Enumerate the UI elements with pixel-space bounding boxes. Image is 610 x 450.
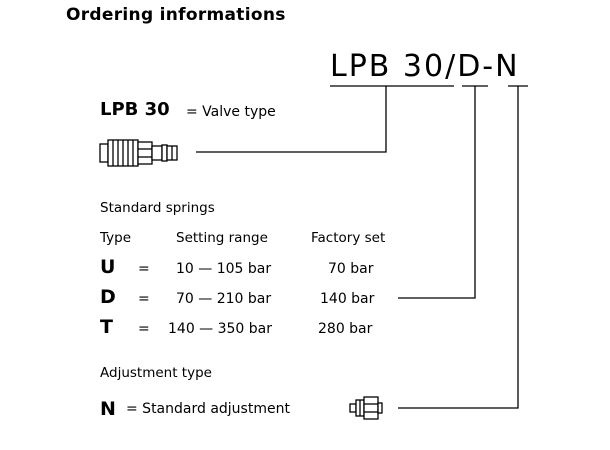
valve-type-description: = Valve type: [186, 104, 276, 120]
column-header-factory-set: Factory set: [311, 230, 386, 246]
spring-eq-d: =: [138, 291, 150, 307]
spring-range-t: 140 — 350 bar: [168, 321, 273, 337]
column-header-type: Type: [100, 230, 132, 246]
spring-eq-t: =: [138, 321, 150, 337]
springs-title: Standard springs: [100, 200, 215, 216]
spring-eq-u: =: [138, 261, 150, 277]
adjustment-description: = Standard adjustment: [126, 401, 290, 417]
spring-factory-t: 280 bar: [318, 321, 373, 337]
spring-type-t: T: [100, 316, 113, 338]
valve-type-code: LPB 30: [100, 99, 170, 120]
leader-valve-type: [196, 86, 387, 153]
leader-adjustment: [398, 86, 519, 409]
page-heading: Ordering informations: [66, 5, 286, 25]
adjustment-code: N: [100, 398, 116, 420]
spring-type-u: U: [100, 256, 116, 278]
spring-range-u: 10 — 105 bar: [176, 261, 272, 277]
order-code: LPB 30/D-N: [330, 49, 520, 84]
spring-range-d: 70 — 210 bar: [176, 291, 272, 307]
leader-spring: [398, 86, 476, 299]
spring-factory-u: 70 bar: [328, 261, 374, 277]
adjustment-title: Adjustment type: [100, 365, 212, 381]
spring-type-d: D: [100, 286, 116, 308]
spring-factory-d: 140 bar: [320, 291, 375, 307]
column-header-setting-range: Setting range: [176, 230, 268, 246]
